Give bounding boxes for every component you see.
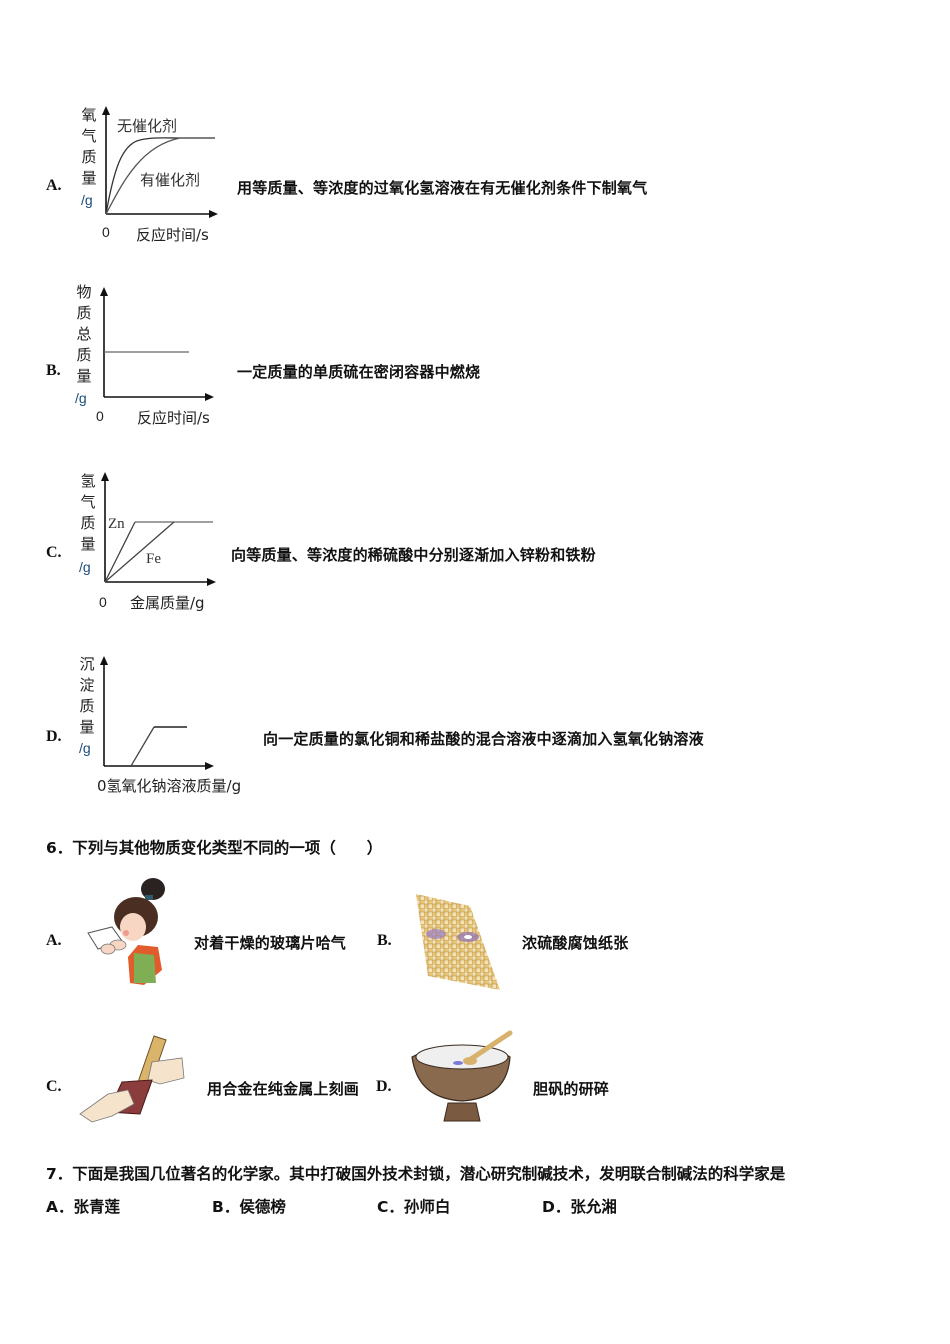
x-axis-label: 金属质量/g <box>130 594 205 612</box>
corroded-paper-illustration <box>408 892 508 992</box>
x-axis-label: 反应时间/s <box>136 226 209 244</box>
option-text: 胆矾的研碎 <box>533 1080 610 1098</box>
option-text: 张允湘 <box>570 1198 617 1216</box>
option-text: 孙师白 <box>403 1198 451 1216</box>
paper-icon <box>416 894 500 990</box>
y-axis-unit: /g <box>75 390 87 406</box>
option-description: 用等质量、等浓度的过氧化氢溶液在有无催化剂条件下制氧气 <box>237 179 648 197</box>
line-label-zinc: Zn <box>108 516 125 532</box>
q7-option-c[interactable]: C．孙师白 <box>377 1195 450 1217</box>
y-axis-unit: /g <box>79 740 91 756</box>
option-text: 侯德榜 <box>239 1198 286 1216</box>
origin-label: 0 <box>99 594 107 610</box>
q6-option-a[interactable]: A. 对着干燥的玻璃片哈气 <box>0 870 370 1000</box>
option-description: 向等质量、等浓度的稀硫酸中分别逐渐加入锌粉和铁粉 <box>231 546 596 564</box>
x-axis-label: 0氢氧化钠溶液质量/g <box>97 777 242 795</box>
option-letter: D. <box>376 1078 392 1095</box>
graph-axes-and-line <box>100 287 214 401</box>
mortar-and-pestle-illustration <box>408 1029 518 1129</box>
option-description: 一定质量的单质硫在密闭容器中燃烧 <box>237 363 481 381</box>
q7-option-b[interactable]: B．侯德榜 <box>212 1195 286 1217</box>
q6-option-c[interactable]: C. 用合金在纯金属上刻画 <box>0 1025 380 1135</box>
q7-option-a[interactable]: A．张青莲 <box>46 1195 120 1217</box>
origin-label: 0 <box>102 224 110 240</box>
option-letter: B. <box>377 932 392 949</box>
x-axis-label: 反应时间/s <box>137 409 210 427</box>
origin-label: 0 <box>96 408 104 424</box>
mortar-icon <box>411 1030 513 1122</box>
option-letter: D. <box>46 728 62 745</box>
option-letter: A. <box>46 932 62 949</box>
option-text: 浓硫酸腐蚀纸张 <box>522 934 629 952</box>
option-letter: B． <box>212 1198 240 1216</box>
line-label-iron: Fe <box>146 551 161 567</box>
option-letter: B. <box>46 362 61 379</box>
q7-option-d[interactable]: D．张允湘 <box>542 1195 617 1217</box>
girl-breathing-on-glass-illustration <box>78 875 168 985</box>
option-letter: D． <box>542 1198 571 1216</box>
option-letter: C. <box>46 1078 62 1095</box>
oxygen-mass-graph <box>100 104 220 219</box>
q7-options: A．张青莲 B．侯德榜 C．孙师白 D．张允湘 <box>0 1195 950 1219</box>
curve-label-with-catalyst: 有催化剂 <box>140 171 201 189</box>
option-text: 用合金在纯金属上刻画 <box>207 1080 360 1098</box>
y-axis-label: 物 质 总 质 量 <box>76 283 92 385</box>
option-letter: A． <box>46 1198 74 1216</box>
curve-label-no-catalyst: 无催化剂 <box>117 117 178 135</box>
q5-option-d[interactable]: D. 沉 淀 质 量 /g 0氢氧化钠溶液质量/g 向一定质量的氯化铜和稀盐酸的… <box>0 650 950 800</box>
y-axis-unit: /g <box>81 192 93 208</box>
scratching-metal-illustration <box>78 1030 186 1125</box>
q5-option-c[interactable]: C. 氢 气 质 量 /g Zn Fe 0 金属质量/g 向等质量、等浓度的稀硫… <box>0 465 950 615</box>
y-axis-label: 沉 淀 质 量 <box>79 655 95 736</box>
total-mass-graph <box>100 285 220 401</box>
y-axis-unit: /g <box>79 559 91 575</box>
q5-option-a[interactable]: A. 氧 气 质 量 /g 无催化剂 有催化剂 0 反应时间/s 用等质量、等浓… <box>0 100 950 250</box>
graph-axes-and-lines <box>101 472 216 586</box>
question-7-stem: 7．下面是我国几位著名的化学家。其中打破国外技术封锁，潜心研究制碱技术，发明联合… <box>46 1165 786 1183</box>
q5-option-b[interactable]: B. 物 质 总 质 量 /g 0 反应时间/s 一定质量的单质硫在密闭容器中燃… <box>0 280 950 430</box>
graph-axes-and-curves <box>102 106 218 218</box>
y-axis-label: 氧 气 质 量 <box>81 106 97 187</box>
hydrogen-mass-graph <box>100 470 220 586</box>
option-text: 张青莲 <box>73 1198 121 1216</box>
precipitate-mass-graph <box>100 654 220 770</box>
option-letter: C． <box>377 1198 404 1216</box>
question-6-stem: 6．下列与其他物质变化类型不同的一项（ ） <box>46 839 383 857</box>
option-description: 向一定质量的氯化铜和稀盐酸的混合溶液中逐滴加入氢氧化钠溶液 <box>263 730 704 748</box>
option-letter: A. <box>46 177 62 194</box>
graph-axes-and-line <box>100 656 214 770</box>
scratch-icon <box>79 1035 185 1123</box>
q6-option-b[interactable]: B. 浓硫酸腐蚀纸张 <box>370 870 670 1000</box>
girl-icon <box>87 878 165 985</box>
q6-option-d[interactable]: D. 胆矾的研碎 <box>370 1025 670 1135</box>
option-text: 对着干燥的玻璃片哈气 <box>194 934 347 952</box>
y-axis-label: 氢 气 质 量 <box>80 472 96 553</box>
option-letter: C. <box>46 544 62 561</box>
